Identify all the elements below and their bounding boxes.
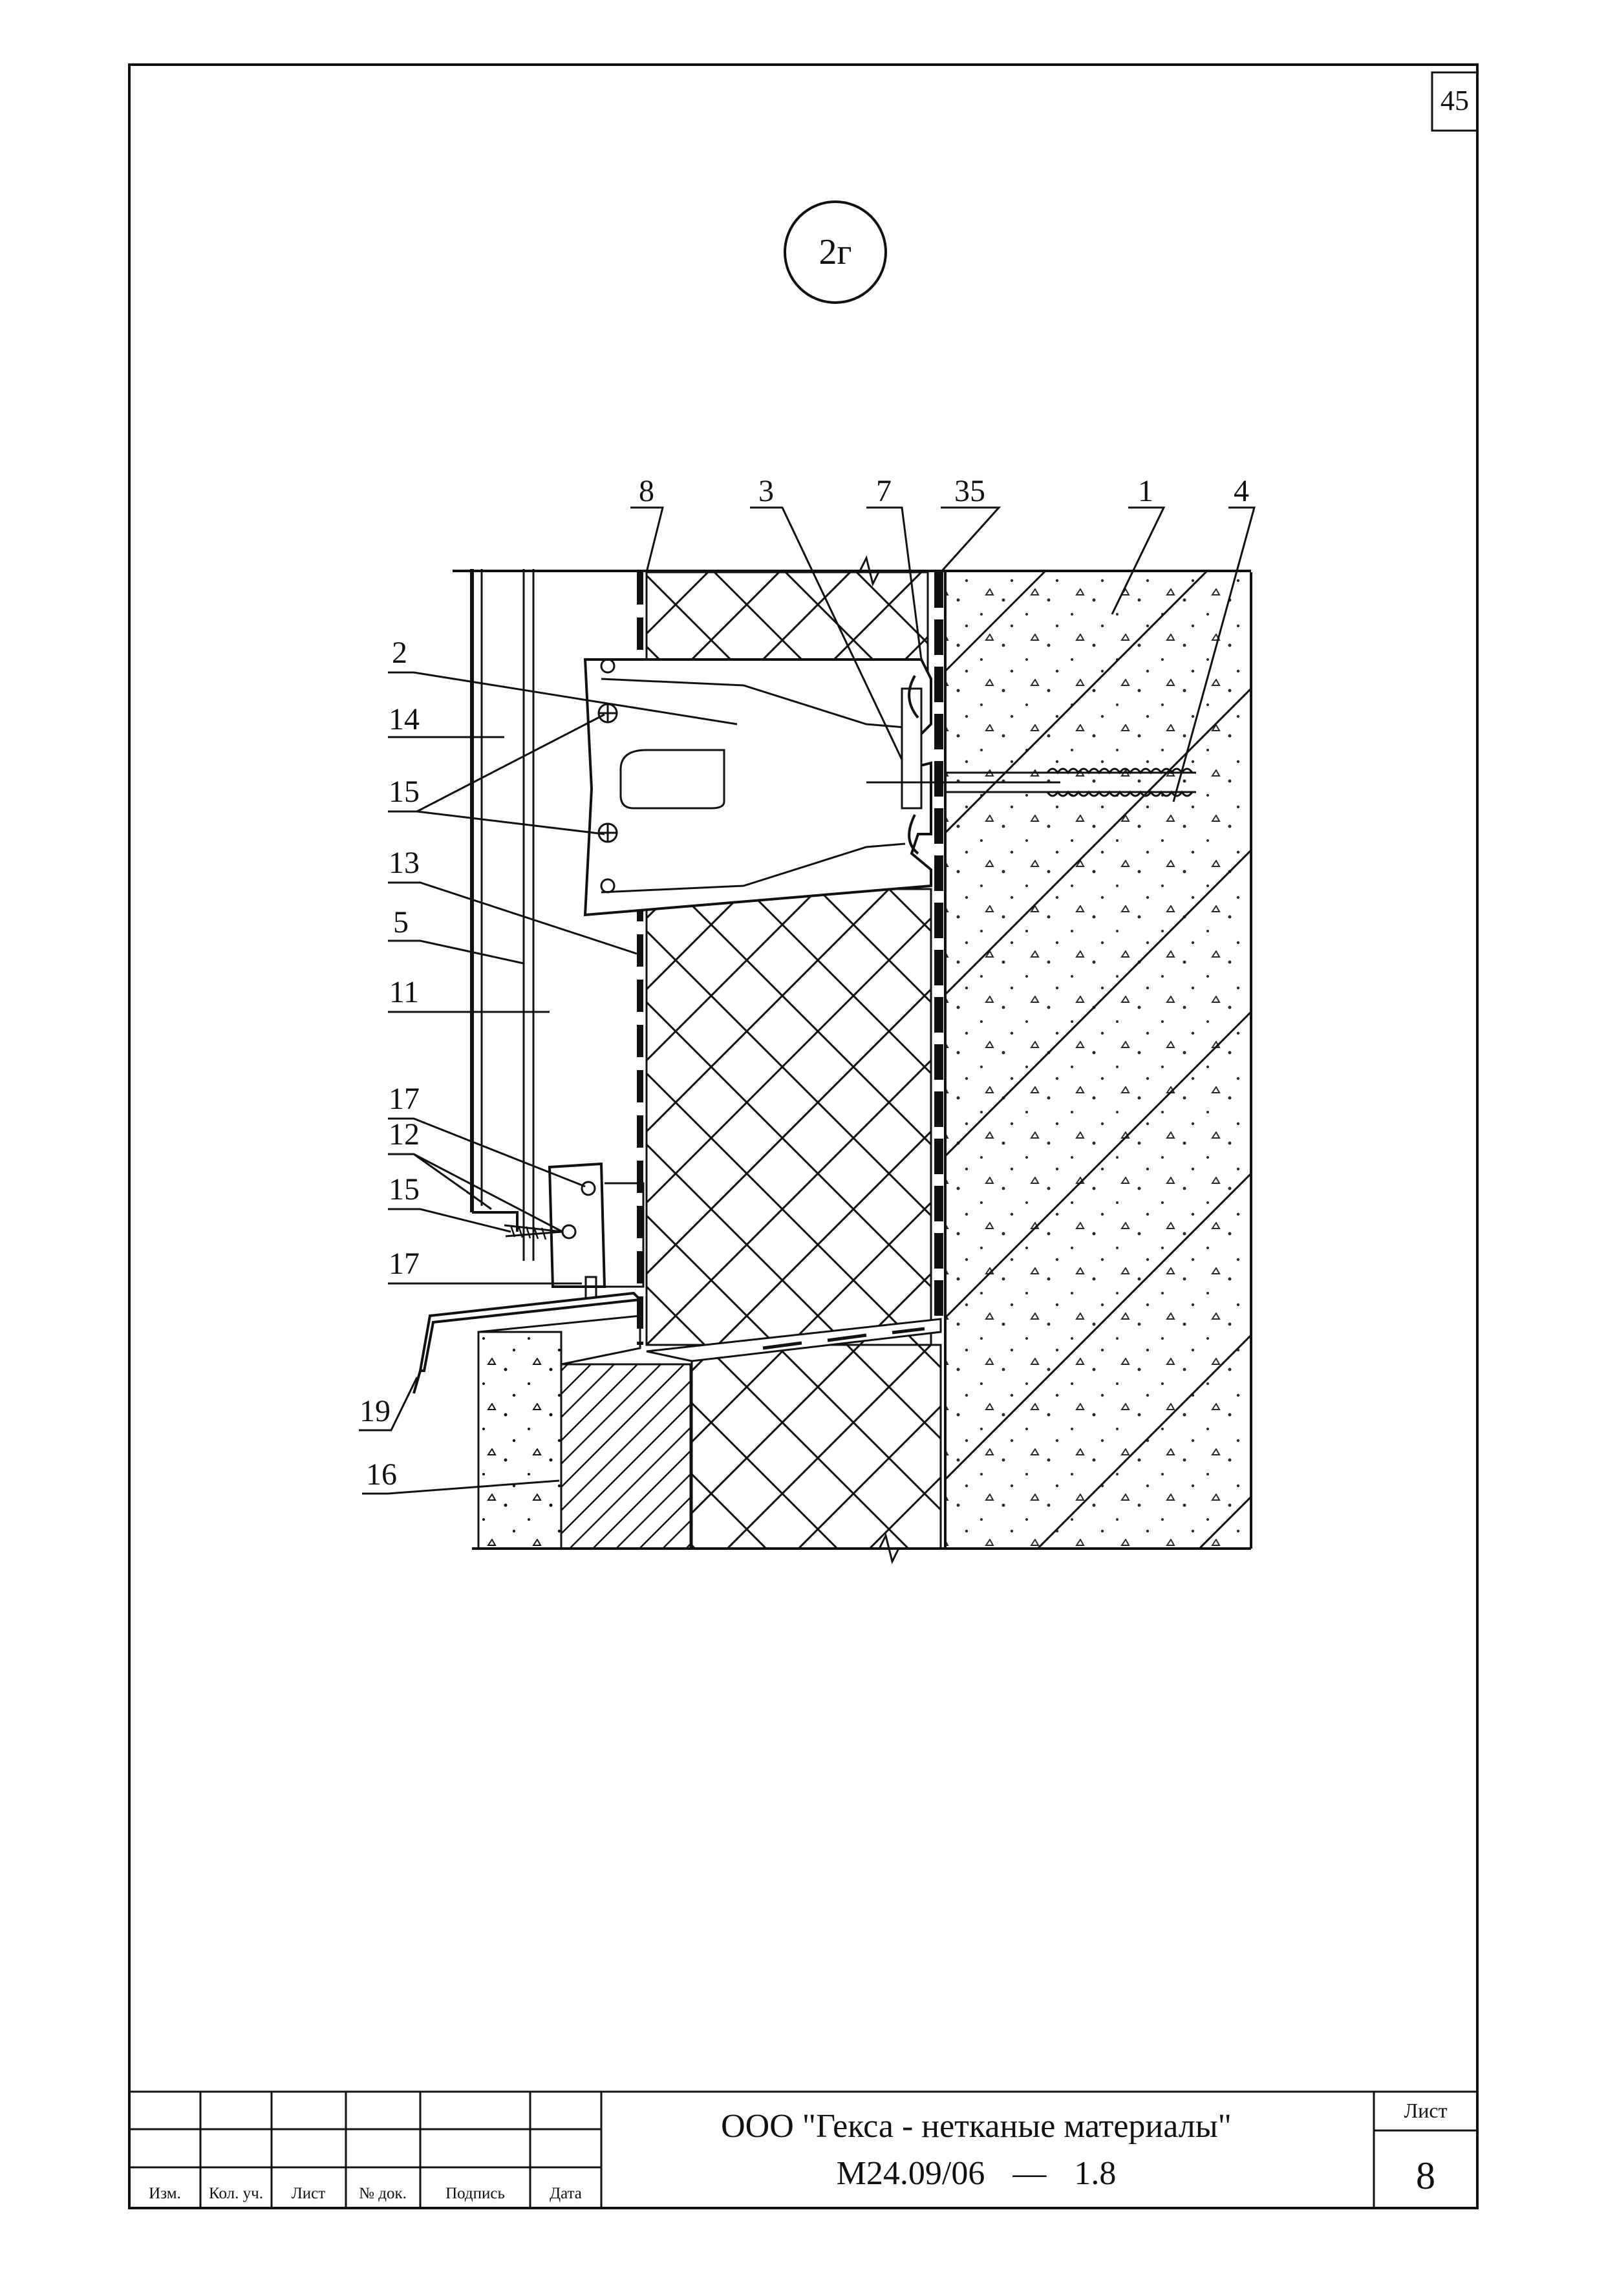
col-kol-uch: Кол. уч. [209, 2185, 263, 2202]
callout-14: 14 [389, 702, 420, 736]
col-izm: Изм. [149, 2185, 181, 2202]
page-number-box: 45 [1431, 71, 1479, 132]
detail-mark: 2г [784, 200, 887, 304]
callout-19: 19 [359, 1394, 391, 1428]
callout-11: 11 [389, 975, 419, 1009]
callout-15-lower: 15 [389, 1172, 420, 1207]
sheet-label: Лист [1404, 2099, 1447, 2122]
drip-flashing [412, 1291, 643, 1394]
callout-8: 8 [639, 474, 654, 508]
page-number: 45 [1440, 85, 1469, 116]
callouts [359, 506, 1256, 1495]
organization-name: ООО "Гекса - нетканые материалы" [721, 2108, 1232, 2145]
bracket [583, 658, 932, 917]
callout-15-upper: 15 [389, 775, 420, 809]
title-block [128, 2090, 1479, 2209]
insulation-lower [691, 1344, 942, 1550]
callout-2: 2 [392, 636, 407, 670]
col-data: Дата [550, 2185, 582, 2202]
callout-3: 3 [758, 474, 774, 508]
sheet-number: 8 [1416, 2154, 1435, 2197]
document-code: М24.09/06 — 1.8 [837, 2155, 1117, 2192]
plinth-brick [560, 1363, 692, 1550]
callout-12: 12 [389, 1117, 420, 1152]
detail-mark-label: 2г [819, 232, 852, 272]
callout-7: 7 [876, 474, 892, 508]
col-list: Лист [292, 2185, 325, 2202]
document-code-section: 1.8 [1074, 2155, 1116, 2192]
callout-5: 5 [393, 905, 409, 939]
callout-13: 13 [389, 846, 420, 880]
callout-1: 1 [1138, 474, 1153, 508]
document-code-number: М24.09/06 [837, 2155, 985, 2192]
callout-16: 16 [366, 1457, 397, 1492]
title-block-text: Изм. Кол. уч. Лист № док. Подпись Дата О… [149, 2099, 1447, 2202]
col-podpis: Подпись [445, 2185, 505, 2202]
callout-labels: 8 3 7 35 1 4 2 14 15 13 5 11 17 12 15 17… [359, 474, 1249, 1492]
plinth-concrete [477, 1331, 562, 1550]
col-n-dok: № док. [359, 2185, 407, 2202]
section-drawing [412, 555, 1252, 1565]
callout-17-lower: 17 [389, 1247, 420, 1281]
bottom-bracket [504, 1162, 645, 1304]
anchor-dowel [866, 767, 1196, 797]
insulation-main [645, 888, 932, 1346]
callout-17-upper: 17 [389, 1082, 420, 1116]
document-code-dash: — [1012, 2155, 1047, 2192]
callout-35: 35 [954, 474, 985, 508]
callout-4: 4 [1234, 474, 1249, 508]
